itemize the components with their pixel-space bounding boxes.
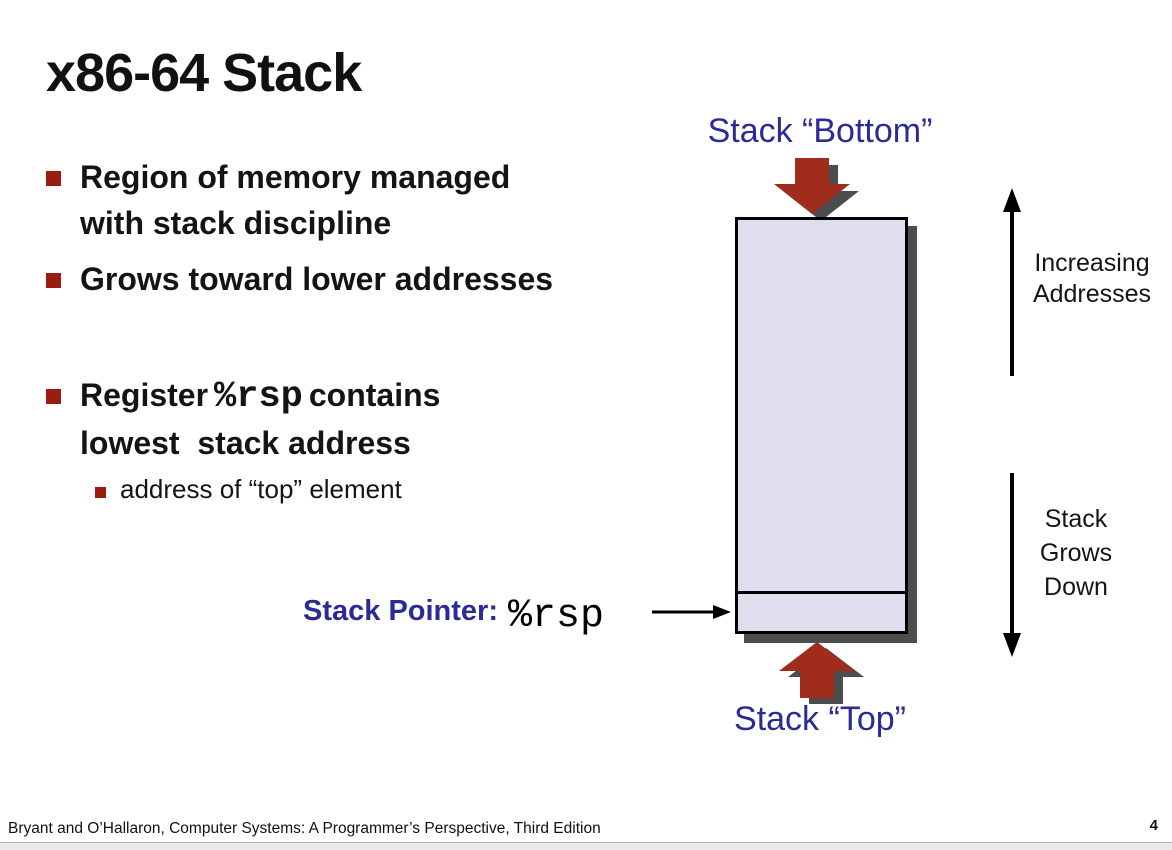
sub-bullet-address-of-top: address of “top” element — [120, 474, 402, 504]
stack-pointer-label: Stack Pointer:%rsp — [303, 594, 605, 639]
bullet-marker — [46, 273, 61, 288]
stack-top-label: Stack “Top” — [734, 700, 906, 738]
footer-attribution: Bryant and O’Hallaron, Computer Systems:… — [8, 820, 601, 837]
block-arrow-down-icon — [774, 158, 859, 221]
stack-grows-down-label: Stack Grows Down — [1039, 505, 1113, 601]
increasing-addresses-label: Increasing Addresses — [1032, 249, 1152, 308]
page-title: x86-64 Stack — [46, 43, 362, 103]
bullet-marker — [46, 171, 61, 186]
bullet-region-of-memory: Region of memory managed with stack disc… — [80, 159, 511, 241]
stack-top-element-cell — [738, 591, 905, 631]
page-number: 4 — [1149, 817, 1158, 834]
increasing-addresses-arrow-icon — [1003, 188, 1021, 376]
bullet-grows-toward: Grows toward lower addresses — [80, 261, 554, 297]
stack-memory-region — [735, 217, 908, 634]
stack-grows-down-arrow-icon — [1003, 473, 1021, 657]
stack-pointer-arrow-icon — [652, 605, 731, 619]
block-arrow-up-icon — [779, 642, 864, 704]
stack-bottom-label: Stack “Bottom” — [707, 112, 933, 150]
rsp-pointer-code: %rsp — [508, 594, 605, 639]
rsp-register-code: %rsp — [214, 376, 303, 418]
footer-divider-bar — [0, 842, 1172, 850]
bullet-marker — [46, 389, 61, 404]
sub-bullet-marker — [95, 487, 106, 498]
